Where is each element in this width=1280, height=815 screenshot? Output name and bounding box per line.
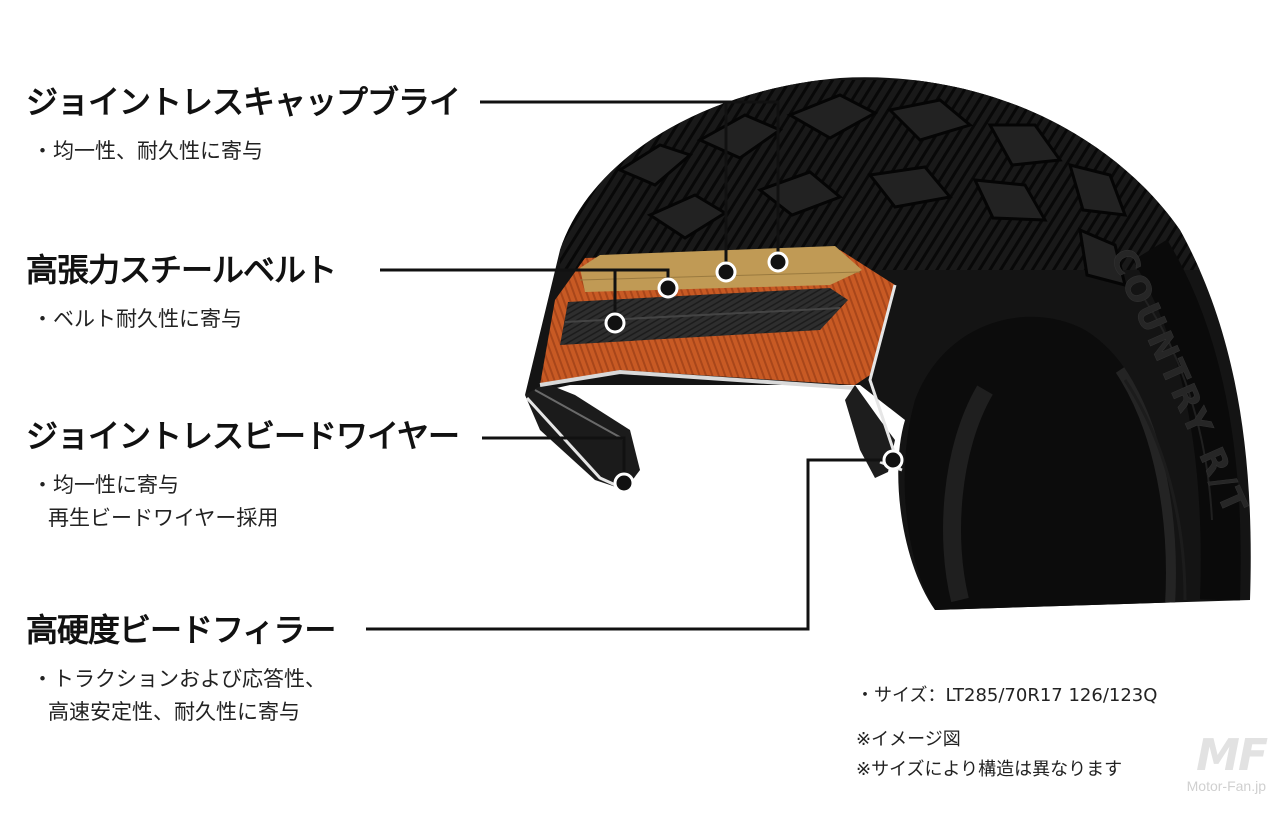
feature-title: 高硬度ビードフィラー (26, 611, 336, 649)
feature-note: 均一性、耐久性に寄与 (32, 135, 460, 168)
bead-wire-dot (613, 472, 635, 494)
footnote: ※イメージ図 (856, 729, 961, 750)
watermark: MF Motor-Fan.jp (1116, 730, 1268, 806)
feature-jointless-cap-ply: ジョイントレスキャップブライ 均一性、耐久性に寄与 (26, 83, 461, 168)
feature-jointless-bead-wire: ジョイントレスビードワイヤー 均一性に寄与 再生ビードワイヤー採用 (26, 417, 460, 535)
feature-notes: 均一性に寄与 再生ビードワイヤー採用 (32, 469, 459, 535)
tire-cross-section (525, 246, 903, 490)
feature-notes: ベルト耐久性に寄与 (32, 303, 336, 336)
feature-title: ジョイントレスキャップブライ (26, 83, 461, 121)
feature-notes: 均一性、耐久性に寄与 (32, 135, 460, 168)
feature-title: 高張力スチールベルト (26, 251, 337, 289)
watermark-site: Motor-Fan.jp (1186, 778, 1266, 794)
footnote: ※サイズにより構造は異なります (856, 759, 1123, 780)
watermark-logo: MF (1196, 730, 1268, 781)
cap-ply-dot (767, 251, 789, 273)
feature-high-hardness-bead-filler: 高硬度ビードフィラー トラクションおよび応答性、 高速安定性、耐久性に寄与 (26, 611, 336, 729)
leader-dots (604, 251, 904, 494)
feature-note: トラクションおよび応答性、 高速安定性、耐久性に寄与 (32, 663, 335, 729)
bead-filler-dot (882, 449, 904, 471)
feature-title: ジョイントレスビードワイヤー (26, 417, 460, 455)
feature-note: 均一性に寄与 再生ビードワイヤー採用 (32, 469, 459, 535)
cap-ply-dot (715, 261, 737, 283)
feature-notes: トラクションおよび応答性、 高速安定性、耐久性に寄与 (32, 663, 335, 729)
feature-high-tensile-steel-belt: 高張力スチールベルト ベルト耐久性に寄与 (26, 251, 337, 336)
steel-belt-dot (604, 312, 626, 334)
steel-belt-dot (657, 277, 679, 299)
spec-notes: サイズ：LT285/70R17 126/123Q ※イメージ図 ※サイズにより構… (856, 683, 1157, 787)
steel-belt-layer (560, 288, 848, 345)
feature-note: ベルト耐久性に寄与 (32, 303, 336, 336)
tire-size-spec: サイズ：LT285/70R17 126/123Q (856, 683, 1157, 709)
